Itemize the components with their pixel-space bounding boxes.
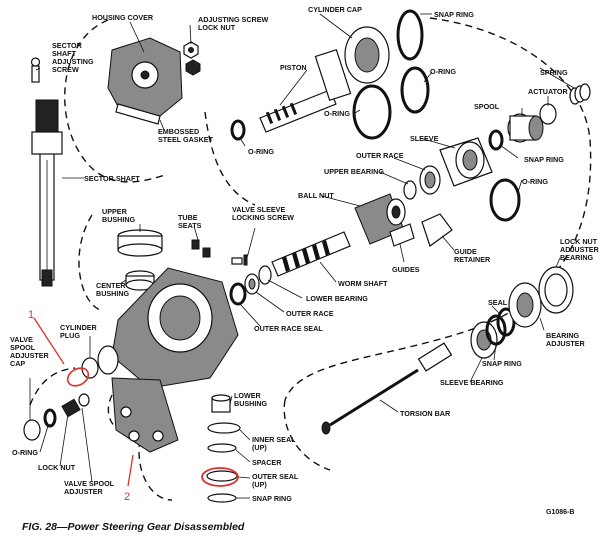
cylinder-cap-part: [344, 26, 390, 84]
figure-code: G1086-B: [546, 509, 574, 516]
label-piston: PISTON: [280, 63, 307, 72]
gear-housing-part: [97, 267, 239, 453]
label-o-ring-piston: O-RING: [324, 109, 350, 118]
label-o-ring-left: O-RING: [248, 147, 274, 156]
label-worm-shaft: WORM SHAFT: [338, 279, 388, 288]
label-sleeve-bearing: SLEEVE BEARING: [440, 378, 504, 387]
bearing-adjuster-parts: [508, 266, 574, 328]
label-torsion-bar: TORSION BAR: [400, 409, 451, 418]
label-guides: GUIDES: [392, 265, 420, 274]
torsion-bar-part: [321, 342, 453, 435]
label-spool: SPOOL: [474, 102, 500, 111]
label-housing-cover: HOUSING COVER: [92, 13, 154, 22]
leader-lines: [29, 13, 575, 499]
label-lock-nut: LOCK NUT: [38, 463, 76, 472]
label-snap-ring-spool: SNAP RING: [524, 155, 564, 164]
valve-spool-adjuster-parts: [23, 393, 90, 441]
label-outer-seal: OUTER SEAL(UP): [252, 472, 299, 489]
label-snap-ring-right: SNAP RING: [482, 359, 522, 368]
label-ball-nut: BALL NUT: [298, 191, 334, 200]
label-sleeve: SLEEVE: [410, 134, 439, 143]
piston-part: [259, 48, 352, 133]
label-inner-seal: INNER SEAL(UP): [252, 435, 296, 452]
outer-race-upper-bearing-parts: [403, 165, 441, 200]
worm-shaft-part: [271, 231, 351, 277]
label-cylinder-cap: CYLINDER CAP: [308, 5, 362, 14]
label-actuator: ACTUATOR: [528, 87, 568, 96]
adjusting-screw-lock-nut-part: [183, 41, 201, 76]
valve-sleeve-locking-screw-part: [231, 254, 248, 266]
label-outer-race: OUTER RACE: [286, 309, 334, 318]
sleeve-part: [439, 137, 493, 187]
marker-1: 1: [28, 309, 34, 321]
assembly-path-lines: [29, 17, 592, 501]
lower-bearing-race-seal-parts: [229, 265, 272, 306]
spool-actuator-spring-parts: [488, 83, 591, 151]
sector-shaft-adjusting-screw-part: [30, 57, 41, 83]
red-annotations: 1 2: [28, 309, 239, 503]
label-sector-shaft: SECTOR SHAFT: [84, 174, 140, 183]
label-outer-race-top: OUTER RACE: [356, 151, 404, 160]
bushings-part: [117, 229, 163, 291]
label-upper-bearing: UPPER BEARING: [324, 167, 384, 176]
figure-caption: FIG. 28—Power Steering Gear Disassembled: [22, 521, 245, 533]
marker-2: 2: [124, 491, 130, 503]
snap-ring-top-part: [396, 9, 424, 61]
label-snap-ring-bottom: SNAP RING: [252, 494, 292, 503]
lower-stack-parts: [206, 394, 241, 503]
sector-shaft-part: [31, 99, 63, 287]
label-o-ring-cap: O-RING: [430, 67, 456, 76]
label-snap-ring-top: SNAP RING: [434, 10, 474, 19]
seal-sleeve-bearing-parts: [470, 307, 516, 359]
label-lower-bearing: LOWER BEARING: [306, 294, 368, 303]
o-rings-upper: [230, 66, 521, 222]
label-spring: SPRING: [540, 68, 568, 77]
label-spacer: SPACER: [252, 458, 282, 467]
label-o-ring-sleeve: O-RING: [522, 177, 548, 186]
housing-cover-part: [107, 37, 183, 125]
tube-seats-part: [191, 239, 211, 258]
label-outer-race-seal: OUTER RACE SEAL: [254, 324, 323, 333]
guides-retainer-parts: [389, 213, 453, 247]
label-o-ring-bottom: O-RING: [12, 448, 38, 457]
label-seal: SEAL: [488, 298, 508, 307]
